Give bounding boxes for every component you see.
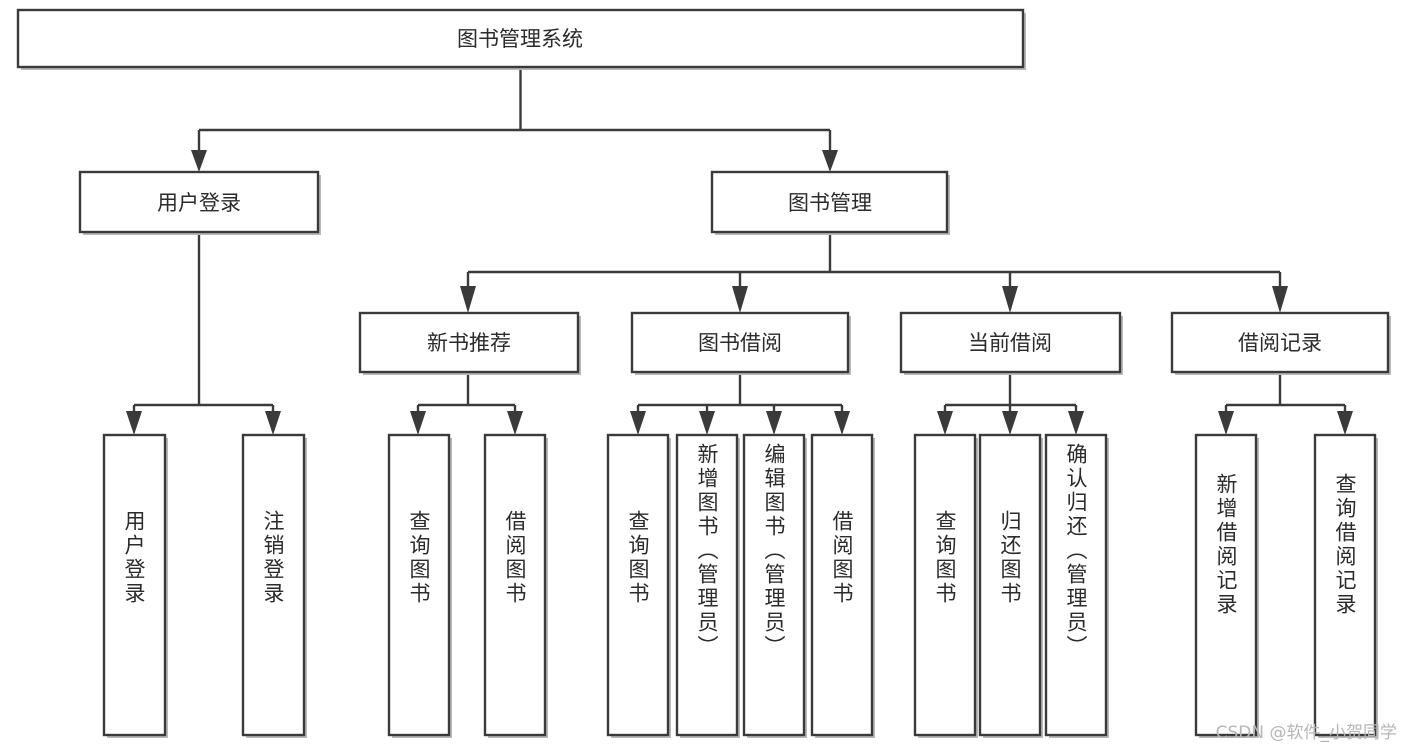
arrow-head-bb-leaf-2 xyxy=(699,411,715,435)
leaf-user-login-box xyxy=(102,433,167,737)
arrow-head-br-leaf-1 xyxy=(1218,411,1234,435)
arrow-head-user-login xyxy=(191,150,207,172)
leaf-cb-return-book[interactable]: 归还图书 xyxy=(978,433,1043,738)
arrow-head-current-borrow xyxy=(1002,286,1018,313)
node-book-borrow-box xyxy=(630,311,850,374)
leaf-br-add-record-label: 新增借阅记录 xyxy=(1214,473,1238,617)
node-current-borrow-box xyxy=(899,311,1122,374)
leaf-cb-query-book[interactable]: 查询图书 xyxy=(913,433,978,738)
node-root[interactable]: 图书管理系统 xyxy=(16,8,1026,70)
leaf-user-login-label: 用户登录 xyxy=(122,510,146,606)
arrow-head-cb-leaf-1 xyxy=(937,411,953,435)
leaf-br-add-record-box xyxy=(1194,433,1258,737)
arrow-head-leaf-user-login xyxy=(126,411,142,435)
arrow-head-bb-leaf-1 xyxy=(630,411,646,435)
node-borrow-record-box xyxy=(1170,311,1390,374)
arrow-head-book-mgmt xyxy=(822,150,838,172)
leaf-br-query-record[interactable]: 查询借阅记录 xyxy=(1313,433,1378,738)
arrow-head-nb-leaf-2 xyxy=(507,411,523,435)
arrow-head-cb-leaf-2 xyxy=(1002,411,1018,435)
node-current-borrow-label: 当前借阅 xyxy=(968,331,1052,355)
leaf-logout-label: 注销登录 xyxy=(261,510,285,606)
csdn-watermark: CSDN @软件_小贺同学 xyxy=(1215,723,1397,743)
arrow-head-borrow-record xyxy=(1272,286,1288,313)
leaf-bb-add-book-admin-label: 新增图书（管理员） xyxy=(695,443,719,659)
node-root-box xyxy=(16,8,1025,69)
node-new-book-recommend-label: 新书推荐 xyxy=(427,331,511,355)
leaf-new-book-borrow-label: 借阅图书 xyxy=(503,510,527,606)
leaf-br-query-record-label: 查询借阅记录 xyxy=(1333,473,1357,617)
arrow-head-nb-leaf-1 xyxy=(410,411,426,435)
node-root-label: 图书管理系统 xyxy=(457,27,583,51)
node-user-login-box xyxy=(78,170,320,234)
leaf-cb-query-book-box xyxy=(913,433,977,737)
arrow-head-br-leaf-2 xyxy=(1337,411,1353,435)
leaf-bb-edit-book-admin-label: 编辑图书（管理员） xyxy=(762,443,786,659)
node-current-borrow[interactable]: 当前借阅 xyxy=(899,311,1123,375)
leaf-bb-edit-book-admin[interactable]: 编辑图书（管理员） xyxy=(742,433,807,738)
leaf-bb-borrow-book-label: 借阅图书 xyxy=(830,510,854,606)
arrow-head-cb-leaf-3 xyxy=(1068,411,1084,435)
arrow-head-bb-leaf-3 xyxy=(766,411,782,435)
leaf-cb-return-book-box xyxy=(978,433,1042,737)
arrow-head-bb-leaf-4 xyxy=(834,411,850,435)
leaf-cb-confirm-return-admin-label: 确认归还（管理员） xyxy=(1064,443,1088,659)
node-new-book-recommend-box xyxy=(358,311,580,374)
leaf-user-login[interactable]: 用户登录 xyxy=(102,433,168,738)
leaf-cb-return-book-label: 归还图书 xyxy=(998,510,1022,606)
leaf-new-book-borrow[interactable]: 借阅图书 xyxy=(483,433,548,738)
node-book-management-label: 图书管理 xyxy=(788,191,872,215)
arrow-head-new-book-rec xyxy=(460,286,476,313)
leaf-br-add-record[interactable]: 新增借阅记录 xyxy=(1194,433,1259,738)
leaf-cb-confirm-return-admin-box xyxy=(1044,433,1108,737)
leaf-bb-query-book-box xyxy=(606,433,670,737)
leaf-bb-edit-book-admin-box xyxy=(742,433,806,737)
leaf-bb-query-book[interactable]: 查询图书 xyxy=(606,433,671,738)
node-book-borrow[interactable]: 图书借阅 xyxy=(630,311,851,375)
leaf-logout[interactable]: 注销登录 xyxy=(241,433,307,738)
leaf-br-query-record-box xyxy=(1313,433,1377,737)
node-book-management[interactable]: 图书管理 xyxy=(710,170,950,235)
node-book-management-box xyxy=(710,170,949,234)
node-borrow-record[interactable]: 借阅记录 xyxy=(1170,311,1391,375)
leaf-new-book-query[interactable]: 查询图书 xyxy=(387,433,452,738)
leaf-new-book-query-label: 查询图书 xyxy=(407,510,431,606)
node-user-login-label: 用户登录 xyxy=(157,191,241,215)
leaf-bb-query-book-label: 查询图书 xyxy=(626,510,650,606)
leaf-bb-add-book-admin-box xyxy=(675,433,739,737)
leaf-bb-borrow-book[interactable]: 借阅图书 xyxy=(810,433,875,738)
leaf-new-book-query-box xyxy=(387,433,451,737)
leaf-bb-borrow-book-box xyxy=(810,433,874,737)
arrow-head-leaf-logout xyxy=(265,411,281,435)
node-user-login[interactable]: 用户登录 xyxy=(78,170,321,235)
leaf-cb-query-book-label: 查询图书 xyxy=(933,510,957,606)
leaf-bb-add-book-admin[interactable]: 新增图书（管理员） xyxy=(675,433,740,738)
arrow-head-book-borrow xyxy=(732,286,748,313)
leaf-cb-confirm-return-admin[interactable]: 确认归还（管理员） xyxy=(1044,433,1109,738)
connectors-layer xyxy=(126,67,1353,435)
leaf-logout-box xyxy=(241,433,306,737)
node-book-borrow-label: 图书借阅 xyxy=(698,331,782,355)
leaf-new-book-borrow-box xyxy=(483,433,547,737)
node-borrow-record-label: 借阅记录 xyxy=(1238,331,1322,355)
node-new-book-recommend[interactable]: 新书推荐 xyxy=(358,311,581,375)
